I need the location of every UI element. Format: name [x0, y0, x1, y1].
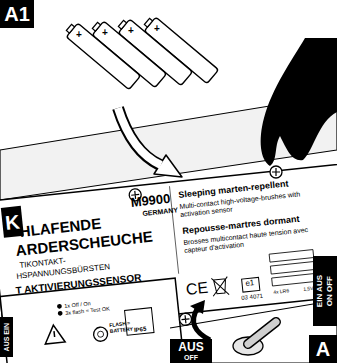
printed-text: 1,5V: [303, 286, 314, 293]
warning-mark: [53, 331, 55, 337]
label-badge: EIN AUSON OFF: [313, 256, 337, 326]
switch-lever-outline: [248, 322, 276, 344]
battery-terminal: [66, 24, 74, 33]
e-mark-box: [242, 277, 260, 292]
turn-arrow: [194, 309, 210, 340]
badge-text: ON OFF: [326, 276, 334, 306]
badge-text: A1: [4, 4, 30, 24]
badge-text: AUS EIN: [3, 323, 10, 351]
badge-text: IP65: [134, 325, 147, 332]
screw-slot: [181, 315, 190, 324]
housing-edge: [170, 300, 337, 363]
screw: [270, 166, 282, 178]
printed-text: CE: [185, 279, 209, 299]
battery-body: [66, 23, 140, 89]
divider: [169, 186, 178, 274]
insert-arrow-body: [118, 108, 161, 165]
badge-text: AUS: [178, 341, 203, 353]
switch-lever: [248, 322, 276, 344]
turn-arrow-head: [190, 300, 205, 314]
warning-triangle: [43, 324, 65, 344]
led: [93, 327, 108, 342]
bullet: [58, 311, 63, 316]
printed-text: e1: [245, 279, 255, 289]
led-lens: [97, 331, 104, 338]
printed-text: K: [4, 210, 21, 233]
label-badge: AUSOFF: [170, 339, 212, 363]
label-badge: A1: [0, 0, 34, 28]
battery-slot-icon: [269, 250, 314, 263]
polarity-mark: +: [154, 23, 160, 34]
battery-terminal: [144, 18, 152, 27]
insert-arrow-outline: [118, 108, 160, 165]
polarity-mark: +: [102, 27, 108, 38]
label-badge: IP65: [124, 307, 155, 336]
screw: [179, 313, 192, 326]
screw-slot: [272, 168, 280, 176]
label-badge: A: [309, 335, 337, 363]
device-plate-group: [0, 162, 337, 363]
bin-symbol: [211, 277, 229, 297]
polarity-mark: +: [76, 29, 82, 40]
battery: [63, 21, 140, 90]
gloved-hand: [261, 38, 337, 166]
label-badge: AUS EIN: [0, 317, 13, 357]
bullet: [57, 304, 62, 309]
polarity-mark: +: [128, 25, 134, 36]
battery-terminal: [92, 22, 100, 31]
battery-slot-icon: [270, 261, 315, 274]
badge-text: A: [316, 339, 330, 359]
badge-text: EIN AUS: [316, 275, 324, 307]
battery-slot-icon: [272, 273, 317, 286]
battery-terminal: [118, 20, 126, 29]
badge-text: OFF: [184, 354, 198, 361]
